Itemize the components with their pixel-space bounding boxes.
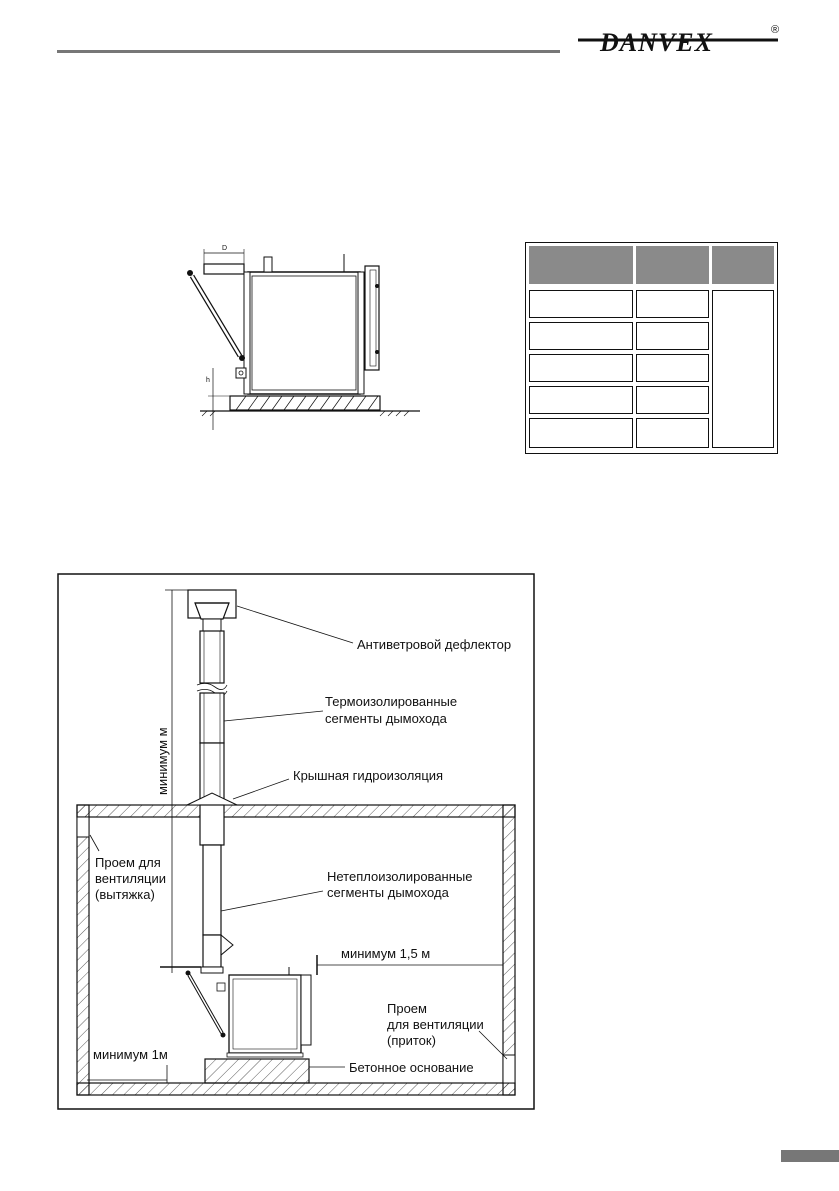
table-cell xyxy=(529,322,633,350)
table-cell xyxy=(636,354,709,382)
table-cell xyxy=(636,418,709,448)
vent-opening-intake xyxy=(502,1054,516,1084)
min-front-distance-label: минимум 1м xyxy=(93,1047,168,1062)
footer-bar xyxy=(781,1150,839,1162)
concrete-base-label: Бетонное основание xyxy=(349,1060,474,1075)
table-cell xyxy=(636,290,709,318)
insulated-segments-label-2: сегменты дымохода xyxy=(325,711,448,726)
table-cell xyxy=(636,322,709,350)
concrete-base xyxy=(204,1058,310,1084)
table-header-cell xyxy=(712,246,774,284)
table-cell xyxy=(529,354,633,382)
table-header-cell xyxy=(636,246,709,284)
vent-exhaust-label-1: Проем для xyxy=(95,855,161,870)
vent-intake-label-3: (приток) xyxy=(387,1033,436,1048)
deflector-label: Антиветровой дефлектор xyxy=(357,637,511,652)
vent-opening-exhaust xyxy=(76,816,90,838)
dim-d-label: D xyxy=(222,245,227,252)
vent-intake-label-2: для вентиляции xyxy=(387,1017,484,1032)
vent-intake-label-1: Проем xyxy=(387,1001,427,1016)
registered-mark: ® xyxy=(771,24,779,36)
header-rule xyxy=(57,50,560,53)
table-merged-cell xyxy=(712,290,774,448)
vent-exhaust-label-2: вентиляции xyxy=(95,871,166,886)
table-header-cell xyxy=(529,246,633,284)
insulated-segments-label-1: Термоизолированные xyxy=(325,694,457,709)
right-wall xyxy=(502,804,516,1096)
brand-logo-text: DANVEX xyxy=(599,28,713,57)
boiler-dimension-drawing: D h xyxy=(187,245,420,430)
parameters-table xyxy=(525,242,778,454)
vent-exhaust-label-3: (вытяжка) xyxy=(95,887,155,902)
min-side-distance-label: минимум 1,5 м xyxy=(341,946,430,961)
dim-h-label: h xyxy=(206,377,210,384)
non-insulated-segments-label-1: Нетеплоизолированные xyxy=(327,869,472,884)
brand-logo: DANVEX ® xyxy=(578,24,779,57)
table-cell xyxy=(529,290,633,318)
left-wall xyxy=(76,804,90,1096)
min-height-label: минимум м xyxy=(155,727,170,795)
roof-slab xyxy=(76,804,516,818)
non-insulated-segments-label-2: сегменты дымохода xyxy=(327,885,450,900)
table-cell xyxy=(529,418,633,448)
floor-slab xyxy=(76,1082,516,1096)
table-cell xyxy=(529,386,633,414)
table-cell xyxy=(636,386,709,414)
installation-diagram: минимум м минимум 1,5 м минимум 1м Антив… xyxy=(57,573,535,1110)
roof-seal-label: Крышная гидроизоляция xyxy=(293,768,443,783)
